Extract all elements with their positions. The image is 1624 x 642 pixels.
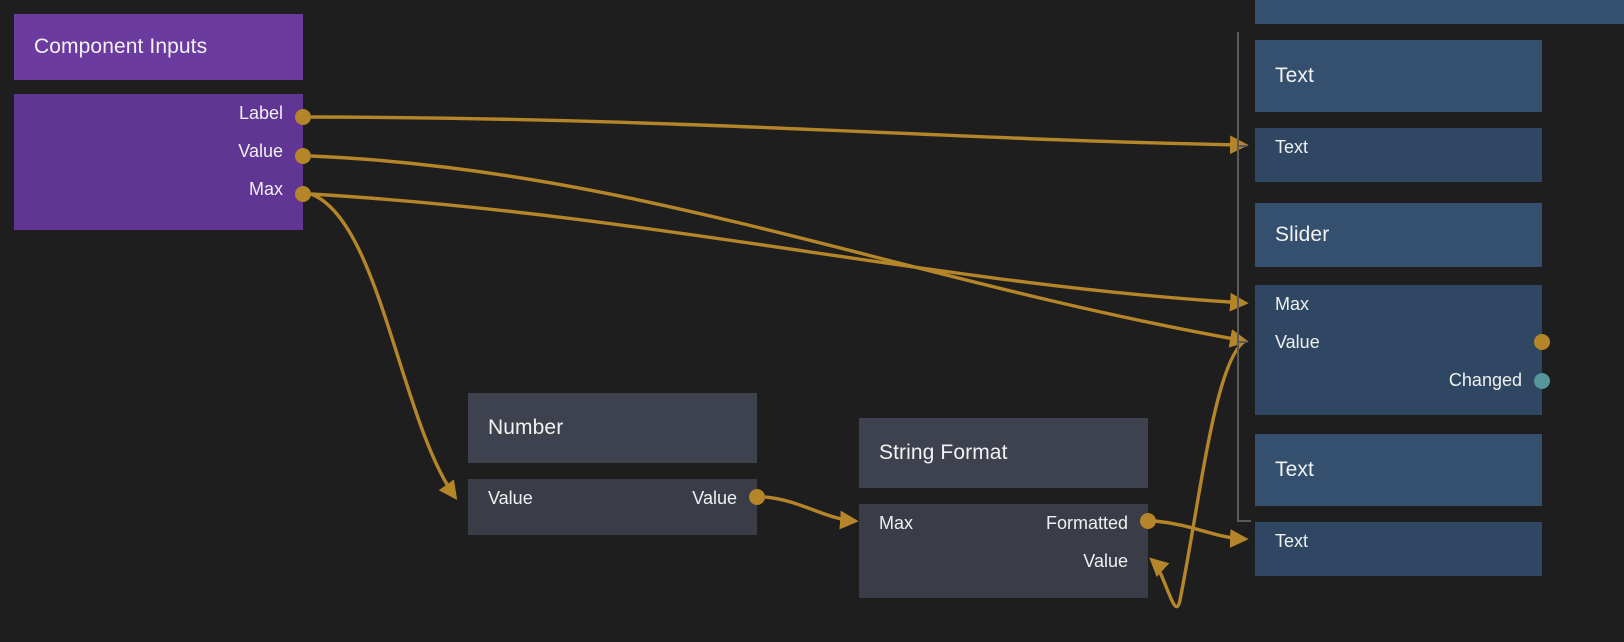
port-label-value-out: Value: [692, 487, 737, 508]
node-text-bottom-body: Text: [1255, 522, 1542, 576]
node-text-bottom[interactable]: Text Text: [1255, 434, 1542, 576]
edge-value-to-slider-value: [310, 154, 1249, 348]
node-string-format-title: String Format: [859, 418, 1148, 488]
edge-formatted-to-text-bottom: [1154, 519, 1249, 548]
port-label-value: Value: [1275, 331, 1320, 352]
node-slider-title: Slider: [1255, 203, 1542, 267]
port-dot-slider-output-changed[interactable]: [1534, 373, 1550, 389]
node-slider-body: Max Value Changed: [1255, 285, 1542, 415]
port-label-text: Text: [1275, 136, 1309, 157]
port-row-output-label[interactable]: Label: [14, 94, 303, 132]
node-component-inputs[interactable]: Component Inputs Label Value Max: [14, 14, 303, 230]
port-dot-component-inputs-max[interactable]: [295, 186, 311, 202]
port-row-output-max[interactable]: Max: [14, 170, 303, 208]
port-label-value: Value: [238, 140, 283, 161]
port-dot-slider-output-value[interactable]: [1534, 334, 1550, 350]
port-dot-component-inputs-value[interactable]: [295, 148, 311, 164]
port-label-formatted-out: Formatted: [1045, 512, 1128, 533]
edge-slider-output-to-stringformat-value: [1149, 339, 1247, 609]
port-row-slider-output-changed[interactable]: Changed: [1255, 361, 1542, 399]
group-guide-tick-slider-max: [1237, 341, 1247, 343]
port-row-text-bottom-input-text[interactable]: Text: [1255, 522, 1542, 560]
group-guide-vertical-line: [1237, 32, 1239, 522]
edge-label-to-text-top: [310, 115, 1249, 155]
node-component-inputs-title: Component Inputs: [14, 14, 303, 80]
port-label-max: Max: [1275, 293, 1310, 314]
node-string-format-body: Max Formatted Value: [859, 504, 1148, 598]
node-text-top[interactable]: Text Text: [1255, 40, 1542, 182]
node-component-inputs-body: Label Value Max: [14, 94, 303, 230]
port-dot-string-format-output-formatted[interactable]: [1140, 513, 1156, 529]
node-slider[interactable]: Slider Max Value Changed: [1255, 203, 1542, 415]
node-number[interactable]: Number Value Value: [468, 393, 757, 535]
port-label-value-out: Value: [1083, 550, 1128, 571]
node-string-format[interactable]: String Format Max Formatted Value: [859, 418, 1148, 598]
node-number-title: Number: [468, 393, 757, 463]
port-label-value-in: Value: [488, 487, 533, 508]
node-text-top-title: Text: [1255, 40, 1542, 112]
node-text-bottom-title: Text: [1255, 434, 1542, 506]
port-row-string-format-max-formatted[interactable]: Max Formatted: [859, 504, 1148, 542]
port-label-label: Label: [238, 102, 283, 123]
port-dot-number-output-value[interactable]: [749, 489, 765, 505]
port-dot-component-inputs-label[interactable]: [295, 109, 311, 125]
port-row-output-value[interactable]: Value: [14, 132, 303, 170]
port-row-number-value[interactable]: Value Value: [468, 479, 757, 517]
group-guide-tick-text-top: [1237, 145, 1247, 147]
node-partial-top-header: [1255, 0, 1624, 24]
port-row-slider-input-value[interactable]: Value: [1255, 323, 1542, 361]
edge-max-to-number-value: [310, 192, 458, 501]
port-row-text-top-input-text[interactable]: Text: [1255, 128, 1542, 166]
node-partial-top[interactable]: [1255, 0, 1624, 24]
port-label-max-in: Max: [879, 512, 914, 533]
node-number-body: Value Value: [468, 479, 757, 535]
edge-number-value-to-stringformat-max: [764, 495, 859, 530]
port-label-text: Text: [1275, 530, 1309, 551]
edge-max-to-slider-max: [310, 192, 1249, 312]
group-guide-tick-bottom: [1237, 520, 1251, 522]
port-row-string-format-value[interactable]: Value: [859, 542, 1148, 580]
port-label-changed: Changed: [1448, 369, 1522, 390]
node-text-top-body: Text: [1255, 128, 1542, 182]
port-label-max: Max: [248, 178, 283, 199]
port-row-slider-input-max[interactable]: Max: [1255, 285, 1542, 323]
